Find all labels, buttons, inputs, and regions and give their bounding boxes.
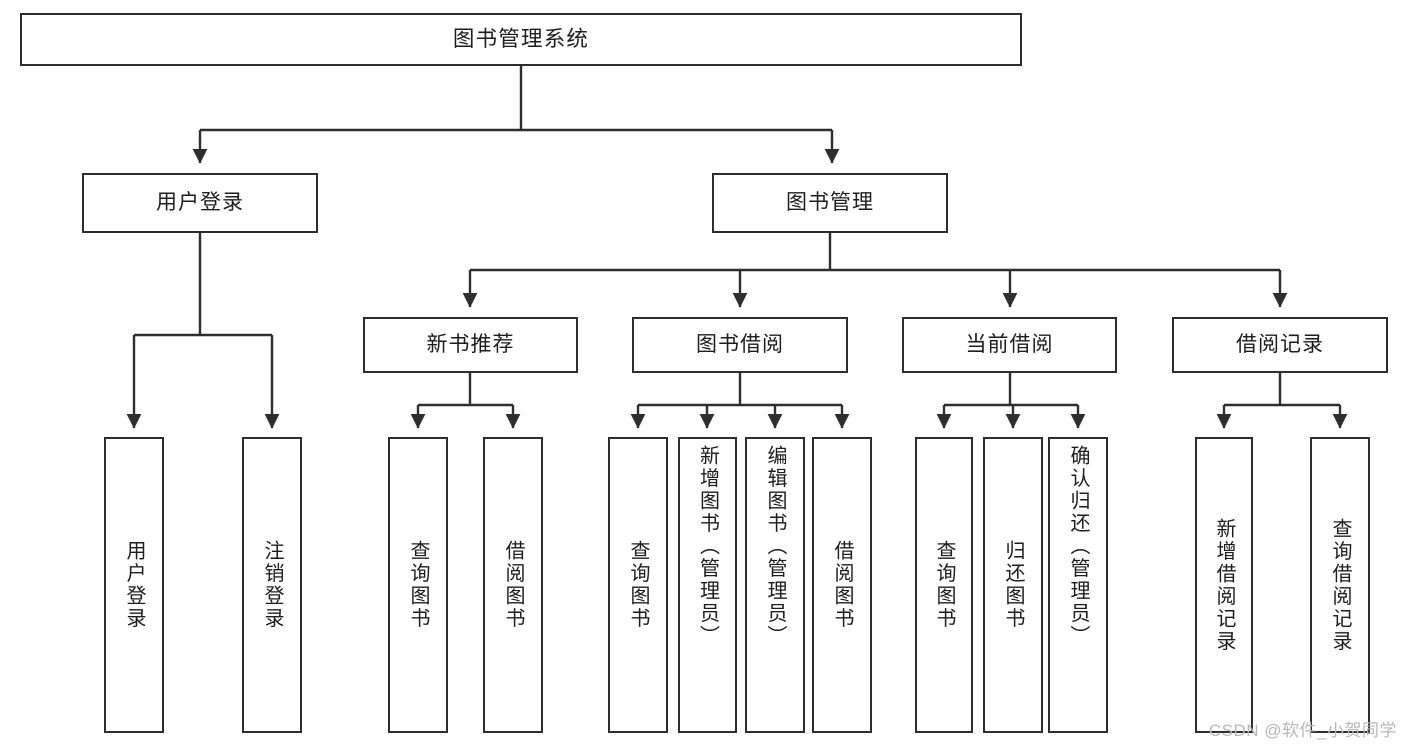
leaf-add-record[interactable]: 新增借阅记录 bbox=[1195, 437, 1253, 733]
leaf-confirm-return[interactable]: 确认归还（管理员） bbox=[1048, 437, 1108, 733]
node-new-book-recommend-label: 新书推荐 bbox=[426, 332, 515, 356]
node-current-borrow[interactable]: 当前借阅 bbox=[902, 317, 1117, 373]
leaf-query-book-1-label: 查询图书 bbox=[407, 540, 429, 630]
leaf-edit-book[interactable]: 编辑图书（管理员） bbox=[745, 437, 805, 733]
leaf-confirm-return-label: 确认归还（管理员） bbox=[1067, 445, 1089, 648]
node-user-login-label: 用户登录 bbox=[156, 190, 244, 214]
leaf-add-record-label: 新增借阅记录 bbox=[1213, 517, 1235, 653]
leaf-query-book-2-label: 查询图书 bbox=[627, 540, 649, 630]
leaf-borrow-book-2[interactable]: 借阅图书 bbox=[812, 437, 872, 733]
leaf-user-logout-label: 注销登录 bbox=[261, 540, 283, 630]
leaf-borrow-book-2-label: 借阅图书 bbox=[831, 540, 853, 630]
node-book-manage-label: 图书管理 bbox=[786, 190, 874, 214]
node-new-book-recommend[interactable]: 新书推荐 bbox=[363, 317, 578, 373]
leaf-add-book-label: 新增图书（管理员） bbox=[696, 445, 719, 648]
leaf-user-login-label: 用户登录 bbox=[123, 540, 145, 630]
node-current-borrow-label: 当前借阅 bbox=[965, 332, 1054, 356]
leaf-user-login[interactable]: 用户登录 bbox=[104, 437, 164, 733]
node-user-login[interactable]: 用户登录 bbox=[82, 173, 318, 233]
leaf-edit-book-label: 编辑图书（管理员） bbox=[764, 445, 786, 648]
leaf-query-book-1[interactable]: 查询图书 bbox=[388, 437, 448, 733]
watermark-text: CSDN @软件_小贺同学 bbox=[1208, 721, 1397, 740]
node-book-borrow[interactable]: 图书借阅 bbox=[632, 317, 848, 373]
node-root-label: 图书管理系统 bbox=[452, 26, 590, 51]
node-borrow-record[interactable]: 借阅记录 bbox=[1172, 317, 1388, 373]
leaf-query-book-3[interactable]: 查询图书 bbox=[915, 437, 973, 733]
leaf-borrow-book-1[interactable]: 借阅图书 bbox=[483, 437, 543, 733]
node-borrow-record-label: 借阅记录 bbox=[1236, 332, 1324, 356]
node-book-borrow-label: 图书借阅 bbox=[696, 332, 784, 356]
leaf-user-logout[interactable]: 注销登录 bbox=[242, 437, 302, 733]
leaf-query-book-3-label: 查询图书 bbox=[933, 540, 955, 630]
leaf-add-book[interactable]: 新增图书（管理员） bbox=[678, 437, 737, 733]
node-book-manage[interactable]: 图书管理 bbox=[712, 173, 948, 233]
leaf-return-book[interactable]: 归还图书 bbox=[983, 437, 1043, 733]
leaf-return-book-label: 归还图书 bbox=[1002, 540, 1024, 630]
node-root[interactable]: 图书管理系统 bbox=[20, 13, 1022, 66]
leaf-query-record-label: 查询借阅记录 bbox=[1329, 517, 1351, 653]
leaf-borrow-book-1-label: 借阅图书 bbox=[502, 540, 524, 630]
leaf-query-book-2[interactable]: 查询图书 bbox=[608, 437, 668, 733]
leaf-query-record[interactable]: 查询借阅记录 bbox=[1310, 437, 1370, 733]
